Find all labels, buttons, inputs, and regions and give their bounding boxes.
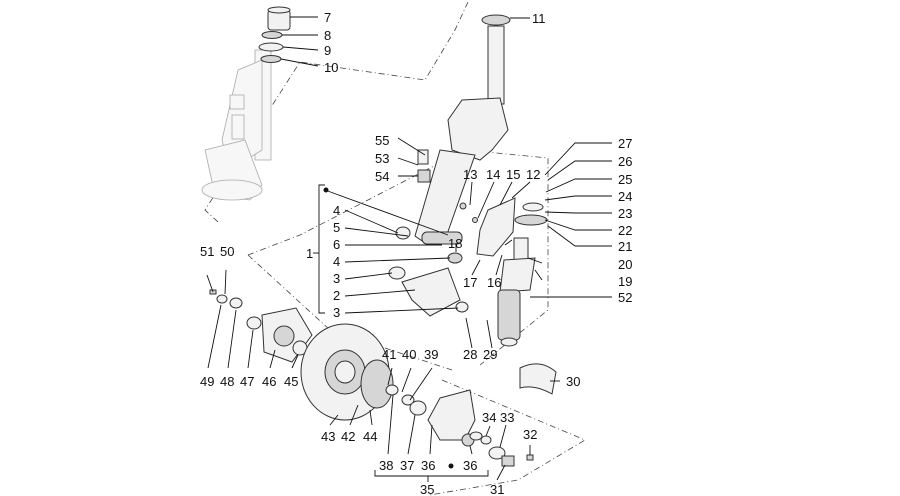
label-53: 53 — [375, 151, 389, 166]
label-12: 12 — [526, 167, 540, 182]
label-16: 16 — [487, 275, 501, 290]
label-37: 37 — [400, 458, 414, 473]
label-6: 6 — [333, 237, 340, 252]
label-36-left: 36 — [421, 458, 435, 473]
dashed-outlines — [204, 1, 586, 496]
label-41: 41 — [382, 347, 396, 362]
label-40: 40 — [402, 347, 416, 362]
label-3-upper: 3 — [333, 271, 340, 286]
label-43: 43 — [321, 429, 335, 444]
label-34: 34 — [482, 410, 496, 425]
bullet-dot — [323, 187, 329, 193]
shock-absorber — [497, 202, 548, 347]
label-7: 7 — [324, 10, 331, 25]
label-48: 48 — [220, 374, 234, 389]
label-35: 35 — [420, 482, 434, 496]
label-32: 32 — [523, 427, 537, 442]
label-23: 23 — [618, 206, 632, 221]
label-50: 50 — [220, 244, 234, 259]
label-3-lower: 3 — [333, 305, 340, 320]
part-labels: 7 8 9 10 11 55 53 54 13 14 15 12 18 17 1… — [200, 10, 632, 496]
label-15: 15 — [506, 167, 520, 182]
label-13: 13 — [463, 167, 477, 182]
label-51: 51 — [200, 244, 214, 259]
bullet-dot — [448, 463, 454, 469]
label-44: 44 — [363, 429, 377, 444]
caliper-mount — [360, 359, 534, 467]
label-24: 24 — [618, 189, 632, 204]
label-20: 20 — [618, 257, 632, 272]
label-4-upper: 4 — [333, 203, 340, 218]
group-brackets — [313, 184, 489, 482]
label-18: 18 — [448, 236, 462, 251]
fork-tube — [414, 14, 511, 246]
label-39: 39 — [424, 347, 438, 362]
leader-lines — [206, 16, 612, 481]
label-28: 28 — [463, 347, 477, 362]
wheel-hub — [209, 289, 313, 363]
label-46: 46 — [262, 374, 276, 389]
steering-column-ghost — [201, 49, 272, 201]
label-54: 54 — [375, 169, 389, 184]
label-52: 52 — [618, 290, 632, 305]
label-33: 33 — [500, 410, 514, 425]
label-17: 17 — [463, 275, 477, 290]
label-49: 49 — [200, 374, 214, 389]
label-11: 11 — [532, 11, 546, 26]
label-14: 14 — [486, 167, 500, 182]
label-47: 47 — [240, 374, 254, 389]
label-29: 29 — [483, 347, 497, 362]
clamp-parts — [417, 149, 431, 183]
label-55: 55 — [375, 133, 389, 148]
label-38: 38 — [379, 458, 393, 473]
sleeve-part — [519, 363, 557, 395]
label-5: 5 — [333, 220, 340, 235]
label-25: 25 — [618, 172, 632, 187]
label-36-right: 36 — [463, 458, 477, 473]
label-2: 2 — [333, 288, 340, 303]
label-9: 9 — [324, 43, 331, 58]
top-bearing-stack — [258, 6, 291, 63]
label-10: 10 — [324, 60, 338, 75]
label-45: 45 — [284, 374, 298, 389]
label-8: 8 — [324, 28, 331, 43]
label-19: 19 — [618, 274, 632, 289]
label-31: 31 — [490, 482, 504, 496]
label-27: 27 — [618, 136, 632, 151]
label-1: 1 — [306, 246, 313, 261]
label-26: 26 — [618, 154, 632, 169]
label-30: 30 — [566, 374, 580, 389]
label-22: 22 — [618, 223, 632, 238]
label-21: 21 — [618, 239, 632, 254]
mount-bracket — [459, 197, 516, 257]
label-4-lower: 4 — [333, 254, 340, 269]
label-42: 42 — [341, 429, 355, 444]
